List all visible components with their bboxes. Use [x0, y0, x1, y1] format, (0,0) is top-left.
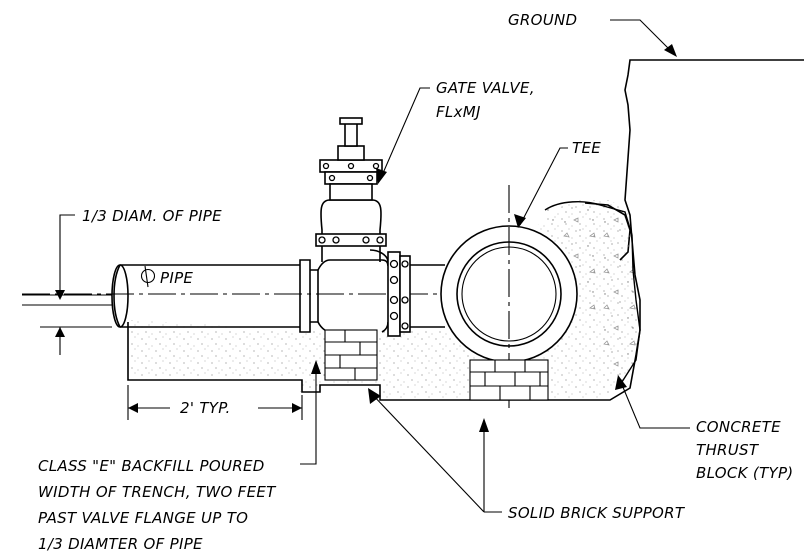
backfill-label-1: CLASS "E" BACKFILL POURED	[38, 457, 265, 475]
gate-valve-label-2: FLxMJ	[436, 103, 481, 121]
brick-support-label: SOLID BRICK SUPPORT	[508, 504, 686, 522]
two-feet-dimension	[127, 385, 303, 420]
gate-valve-label-1: GATE VALVE,	[436, 79, 535, 97]
brick-support-left	[324, 329, 378, 381]
two-feet-label: 2' TYP.	[180, 399, 231, 417]
concrete-label-3: BLOCK (TYP)	[696, 464, 793, 482]
brick-support-right	[469, 359, 549, 401]
mj-flange	[387, 251, 445, 337]
backfill-label-3: PAST VALVE FLANGE UP TO	[38, 509, 248, 527]
concrete-label-1: CONCRETE	[696, 418, 781, 436]
main-pipe	[22, 259, 389, 333]
leaders	[300, 19, 690, 513]
pipe-label: PIPE	[160, 269, 193, 287]
backfill-label-2: WIDTH OF TRENCH, TWO FEET	[38, 483, 277, 501]
tee-label: TEE	[572, 139, 601, 157]
centerline-symbol	[140, 265, 156, 288]
backfill-label-4: 1/3 DIAMTER OF PIPE	[38, 535, 203, 553]
one-third-dimension	[40, 214, 112, 355]
gate-valve	[315, 117, 389, 263]
ground-label: GROUND	[508, 11, 577, 29]
trench-wall	[624, 59, 804, 356]
concrete-label-2: THRUST	[696, 441, 760, 459]
one-third-label: 1/3 DIAM. OF PIPE	[82, 207, 222, 225]
